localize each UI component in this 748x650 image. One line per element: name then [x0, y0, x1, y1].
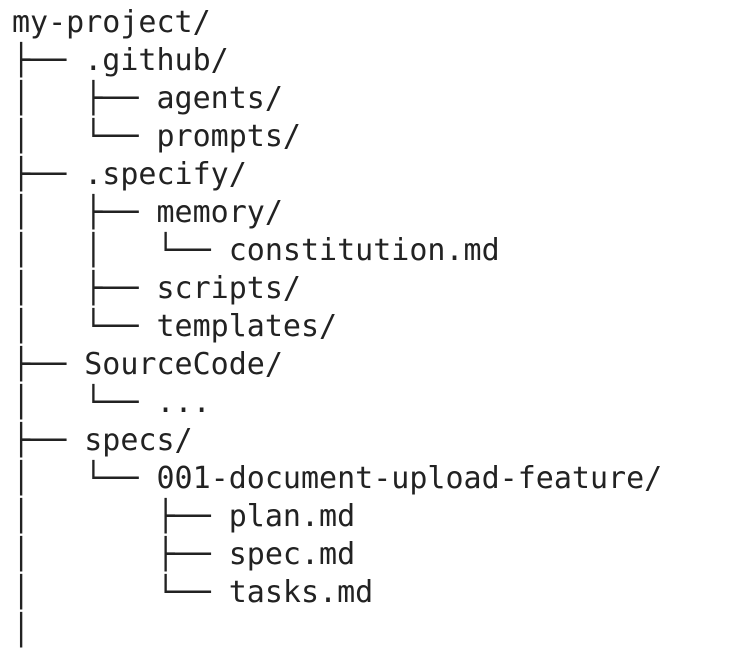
tree-line-scripts: │ ├── scripts/: [12, 271, 301, 306]
tree-line-plan-md: │ ├── plan.md: [12, 499, 356, 534]
tree-line-continuation: │: [12, 613, 31, 648]
tree-line-templates: │ └── templates/: [12, 309, 338, 344]
tree-line-tasks-md: │ └── tasks.md: [12, 575, 374, 610]
tree-line-memory: │ ├── memory/: [12, 195, 283, 230]
tree-line-github: ├── .github/: [12, 43, 229, 78]
tree-line-specs: ├── specs/: [12, 423, 193, 458]
tree-line-my-project: my-project/: [12, 5, 211, 40]
tree-line-sourcecode: ├── SourceCode/: [12, 347, 283, 382]
tree-line-prompts: │ └── prompts/: [12, 119, 301, 154]
tree-line-constitution: │ │ └── constitution.md: [12, 233, 500, 268]
tree-line-agents: │ ├── agents/: [12, 81, 283, 116]
tree-line-specify: ├── .specify/: [12, 157, 247, 192]
tree-line-feature-dir: │ └── 001-document-upload-feature/: [12, 461, 663, 496]
tree-line-ellipsis: │ └── ...: [12, 385, 211, 420]
tree-line-spec-md: │ ├── spec.md: [12, 537, 356, 572]
